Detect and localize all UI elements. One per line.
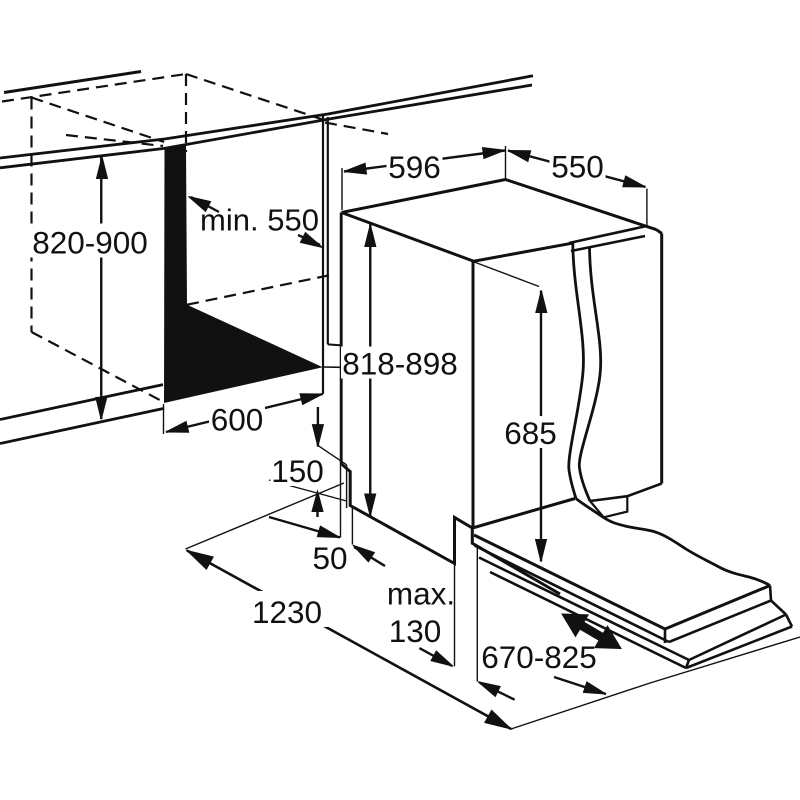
- svg-text:685: 685: [504, 415, 557, 451]
- svg-text:150: 150: [271, 453, 324, 489]
- svg-text:670-825: 670-825: [481, 639, 597, 675]
- svg-text:min. 550: min. 550: [200, 203, 319, 238]
- svg-text:818-898: 818-898: [342, 346, 458, 382]
- svg-text:596: 596: [388, 149, 441, 185]
- svg-text:130: 130: [389, 613, 442, 649]
- svg-text:820-900: 820-900: [32, 225, 148, 261]
- svg-text:1230: 1230: [252, 594, 322, 630]
- svg-text:50: 50: [312, 540, 347, 576]
- svg-text:600: 600: [211, 402, 264, 438]
- svg-text:max.: max.: [387, 576, 455, 612]
- svg-text:550: 550: [551, 149, 604, 185]
